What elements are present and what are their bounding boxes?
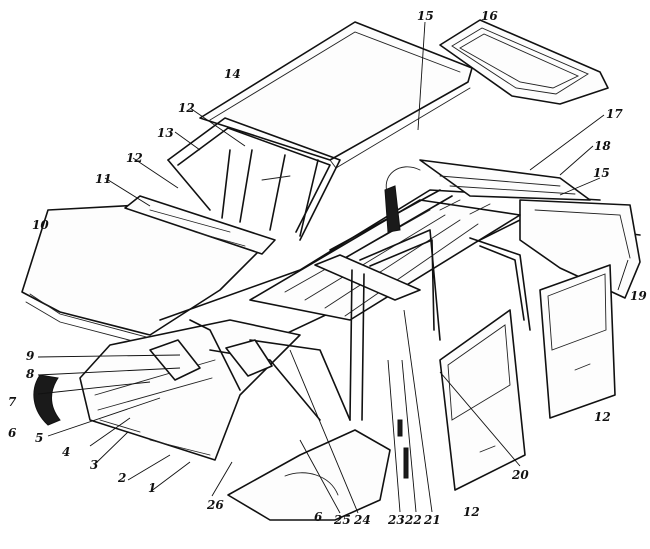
hood-panel (21, 204, 266, 347)
label-23: 23 (387, 513, 405, 527)
label-8: 8 (26, 367, 35, 381)
label-18: 18 (594, 139, 611, 153)
leader-lines (37, 21, 629, 514)
label-1: 1 (148, 481, 156, 495)
label-24: 24 (353, 513, 371, 527)
label-25: 25 (333, 513, 351, 527)
label-17: 17 (606, 107, 623, 121)
label-20: 20 (511, 468, 529, 482)
front-end-structure (33, 319, 351, 461)
rear-door (539, 264, 616, 419)
label-22: 22 (404, 513, 422, 527)
label-15-top: 15 (417, 9, 434, 23)
small-parts (397, 419, 409, 479)
label-7: 7 (8, 395, 17, 409)
roof-panel (199, 21, 473, 169)
label-12-right: 12 (594, 410, 611, 424)
label-10: 10 (32, 218, 49, 232)
body-shell (159, 159, 641, 421)
label-15-right: 15 (593, 166, 610, 180)
label-9: 9 (26, 349, 35, 363)
label-2: 2 (117, 471, 126, 485)
label-12-top: 12 (178, 101, 195, 115)
cowl-panel (124, 195, 276, 255)
label-11: 11 (95, 172, 112, 186)
label-6-bottom: 6 (314, 510, 323, 524)
sunroof-panel (439, 19, 609, 105)
label-5: 5 (35, 431, 43, 445)
label-6-left: 6 (8, 426, 17, 440)
windshield-frame (167, 117, 341, 241)
label-14: 14 (224, 67, 241, 81)
label-12-mid: 12 (126, 151, 143, 165)
label-4: 4 (62, 445, 70, 459)
label-16: 16 (481, 9, 498, 23)
front-door (439, 309, 526, 491)
label-21: 21 (423, 513, 441, 527)
front-fender (227, 429, 391, 521)
label-12-bottom: 12 (463, 505, 480, 519)
label-13: 13 (157, 126, 174, 140)
label-26: 26 (206, 498, 224, 512)
label-3: 3 (90, 458, 98, 472)
callout-labels: 1 2 3 4 5 6 6 7 8 9 10 11 12 12 12 12 13… (8, 9, 647, 527)
label-19: 19 (630, 289, 647, 303)
